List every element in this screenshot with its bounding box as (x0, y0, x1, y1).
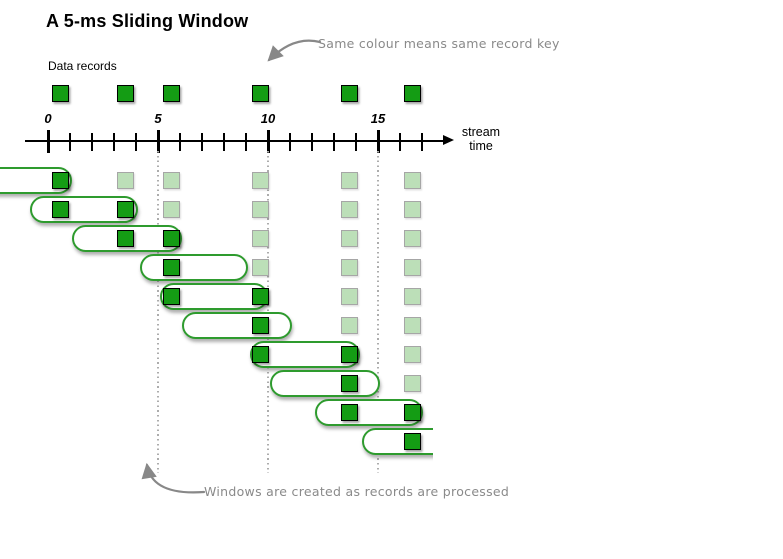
axis-tick (223, 132, 225, 151)
window-row-1 (0, 167, 433, 194)
window-capsule-7 (250, 341, 360, 368)
windowed-record-square (52, 201, 69, 218)
upcoming-record-square (404, 346, 421, 363)
windowed-record-square (163, 288, 180, 305)
upcoming-record-square (252, 172, 269, 189)
windowed-record-square (163, 259, 180, 276)
upcoming-record-square (341, 317, 358, 334)
axis-tick (311, 132, 313, 151)
axis-tick (245, 132, 247, 151)
dotted-guide-1 (157, 151, 159, 473)
data-record-square-4 (252, 85, 269, 102)
upcoming-record-square (163, 172, 180, 189)
upcoming-record-square (117, 172, 134, 189)
window-row-8 (0, 370, 433, 397)
axis-line (25, 140, 444, 142)
upcoming-record-square (404, 230, 421, 247)
axis-tick (69, 132, 71, 151)
axis-label-0: 0 (44, 111, 52, 126)
axis-tick (355, 132, 357, 151)
windowed-record-square (404, 433, 421, 450)
upcoming-record-square (252, 259, 269, 276)
windowed-record-square (252, 346, 269, 363)
dotted-guide-3 (377, 151, 379, 473)
axis-tick (135, 132, 137, 151)
data-record-square-3 (163, 85, 180, 102)
axis-tick-major (46, 130, 50, 153)
window-capsule-8 (270, 370, 380, 397)
window-capsule-2 (30, 196, 138, 223)
windowed-record-square (252, 288, 269, 305)
window-row-5 (0, 283, 433, 310)
windowed-record-square (252, 317, 269, 334)
axis-tick (91, 132, 93, 151)
upcoming-record-square (163, 201, 180, 218)
window-capsule-4 (140, 254, 248, 281)
upcoming-record-square (341, 288, 358, 305)
annotation-same-colour: Same colour means same record key (318, 36, 560, 51)
upcoming-record-square (341, 259, 358, 276)
upcoming-record-square (252, 201, 269, 218)
window-capsule-1 (0, 167, 72, 194)
window-row-6 (0, 312, 433, 339)
windowed-record-square (163, 230, 180, 247)
data-record-square-6 (404, 85, 421, 102)
data-record-square-2 (117, 85, 134, 102)
windowed-record-square (341, 346, 358, 363)
axis-tick (201, 132, 203, 151)
axis-tick-major (266, 130, 270, 153)
stream-time-label: stream time (452, 125, 510, 153)
page-title: A 5-ms Sliding Window (46, 11, 249, 31)
curved-arrow-windows-created (141, 462, 206, 494)
axis-label-10: 10 (260, 111, 276, 126)
stream-time-line2: time (469, 139, 493, 153)
annotation-windows-created: Windows are created as records are proce… (204, 484, 510, 499)
upcoming-record-square (341, 201, 358, 218)
upcoming-record-square (404, 317, 421, 334)
axis-arrowhead-icon (443, 135, 454, 145)
windowed-record-square (404, 404, 421, 421)
window-row-4 (0, 254, 433, 281)
axis-tick (289, 132, 291, 151)
axis-tick (333, 132, 335, 151)
window-row-3 (0, 225, 433, 252)
upcoming-record-square (341, 172, 358, 189)
window-capsule-6 (182, 312, 292, 339)
window-capsule-3 (72, 225, 182, 252)
axis-label-15: 15 (370, 111, 386, 126)
stream-time-line1: stream (461, 125, 501, 139)
window-capsule-5 (160, 283, 268, 310)
data-record-square-1 (52, 85, 69, 102)
upcoming-record-square (404, 288, 421, 305)
dotted-guide-2 (267, 151, 269, 473)
upcoming-record-square (404, 172, 421, 189)
data-records-label: Data records (48, 59, 117, 73)
axis-label-5: 5 (154, 111, 162, 126)
window-capsule-9 (315, 399, 423, 426)
window-row-7 (0, 341, 433, 368)
axis-tick (421, 132, 423, 151)
window-row-2 (0, 196, 433, 223)
upcoming-record-square (404, 259, 421, 276)
windowed-record-square (117, 201, 134, 218)
windowed-record-square (117, 230, 134, 247)
data-record-square-5 (341, 85, 358, 102)
axis-tick (399, 132, 401, 151)
upcoming-record-square (404, 201, 421, 218)
curved-arrow-same-colour (267, 39, 322, 62)
upcoming-record-square (252, 230, 269, 247)
upcoming-record-square (404, 375, 421, 392)
axis-tick-major (156, 130, 160, 153)
windows-area (0, 151, 433, 473)
upcoming-record-square (341, 230, 358, 247)
window-row-10 (0, 428, 433, 455)
windowed-record-square (341, 375, 358, 392)
window-capsule-10 (362, 428, 433, 455)
axis-tick (179, 132, 181, 151)
axis-tick (113, 132, 115, 151)
axis-tick-major (376, 130, 380, 153)
window-row-9 (0, 399, 433, 426)
windowed-record-square (341, 404, 358, 421)
windowed-record-square (52, 172, 69, 189)
